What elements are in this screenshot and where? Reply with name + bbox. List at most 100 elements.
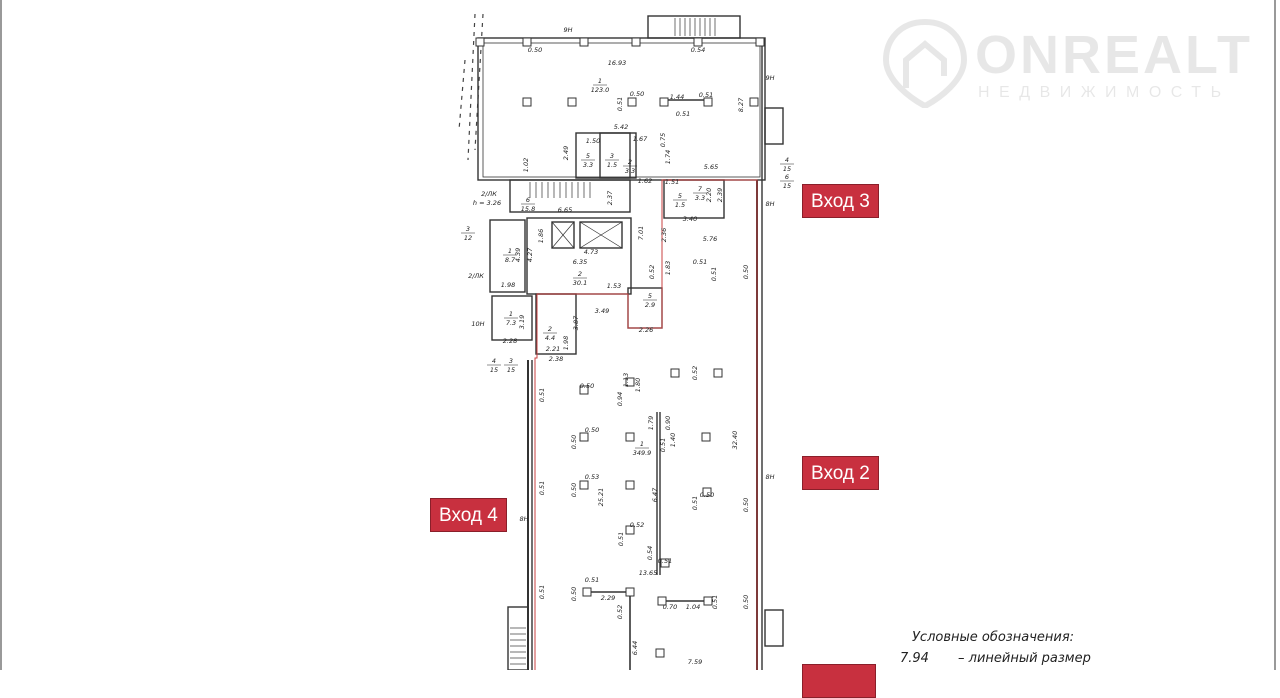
dimension-label: 2.20 [705, 188, 713, 202]
dimension-label: 1.67 [633, 135, 648, 143]
dimension-label: 0.50 [570, 483, 578, 497]
svg-text:2.9: 2.9 [645, 301, 655, 309]
dimension-label: 0.51 [676, 110, 690, 118]
dimension-label: 2.26 [639, 326, 653, 334]
columns [475, 37, 765, 658]
dimension-label: 1.53 [607, 282, 621, 290]
logo-brand: ONREALT [975, 25, 1253, 85]
svg-text:15: 15 [507, 366, 515, 374]
dimension-label: 0.54 [646, 546, 654, 560]
dimension-label: 2.28 [503, 337, 517, 345]
column [579, 480, 589, 490]
column [655, 648, 665, 658]
svg-text:4: 4 [492, 357, 496, 365]
dimension-label: 7.01 [637, 226, 645, 240]
drawing-frame [0, 0, 1276, 670]
svg-text:123.0: 123.0 [591, 86, 610, 94]
svg-text:2: 2 [578, 270, 582, 278]
entrance-1-label [802, 664, 876, 698]
dimension-label: 0.50 [630, 90, 644, 98]
room-label: 52.9 [643, 292, 657, 309]
dimension-label: 0.51 [617, 532, 625, 546]
svg-text:6: 6 [526, 196, 530, 204]
svg-text:3: 3 [466, 225, 470, 233]
svg-text:5: 5 [586, 152, 590, 160]
svg-text:3: 3 [509, 357, 513, 365]
dimension-label: 0.51 [659, 438, 667, 452]
room-label: 51.5 [673, 192, 687, 209]
dimension-label: 8.27 [737, 97, 745, 112]
dimension-label: 1.50 [586, 137, 600, 145]
dimension-label: 0.51 [585, 576, 599, 584]
room-label: 31.5 [605, 152, 619, 169]
dimension-label: 1.02 [522, 158, 530, 172]
dimension-label: 1.80 [634, 378, 642, 392]
dimension-label: 6.44 [631, 641, 639, 655]
dimension-label: 0.52 [630, 521, 644, 529]
dimension-label: 0.51 [538, 481, 546, 495]
column [660, 558, 670, 568]
svg-text:1: 1 [508, 247, 512, 255]
dimension-label: 0.50 [700, 491, 714, 499]
dimension-label: 2.29 [601, 594, 615, 602]
svg-text:4.4: 4.4 [545, 334, 555, 342]
svg-text:15: 15 [783, 182, 791, 190]
dimension-label: 1.62 [638, 177, 652, 185]
room-label: 312 [461, 225, 475, 242]
dimension-label: 4.27 [526, 247, 534, 262]
legend: Условные обозначения: 7.94– линейный раз… [900, 630, 1091, 666]
dimension-label: 0.51 [710, 267, 718, 281]
column [579, 385, 589, 395]
room-label: 615.8 [521, 196, 535, 213]
dimension-label: 10H [471, 320, 484, 328]
dimension-label: 1.98 [562, 336, 570, 350]
room-label: 415 [487, 357, 501, 374]
room-label: 415 [780, 156, 794, 173]
column [749, 97, 759, 107]
svg-text:1: 1 [598, 77, 602, 85]
dimension-label: 1.04 [686, 603, 700, 611]
dimension-label: 8H [765, 473, 774, 481]
dimension-label: 25.21 [597, 488, 605, 507]
dimension-label: 6.35 [573, 258, 587, 266]
dimension-label: 1.79 [647, 416, 655, 430]
svg-text:5: 5 [678, 192, 682, 200]
dimension-label: 0.94 [616, 392, 624, 406]
dimension-label: 5.42 [614, 123, 628, 131]
dimension-label: 32.40 [731, 431, 739, 450]
column [703, 596, 713, 606]
column [625, 377, 635, 387]
column [657, 596, 667, 606]
dimension-label: 3.49 [595, 307, 609, 315]
entrance-4-label: Вход 4 [430, 498, 507, 532]
column [625, 587, 635, 597]
logo-subtitle: НЕДВИЖИМОСТЬ [978, 84, 1231, 101]
dimension-label: 2.39 [716, 188, 724, 202]
room-label: 18.7 [503, 247, 517, 264]
svg-text:3: 3 [610, 152, 614, 160]
dimension-label: 1.74 [664, 150, 672, 164]
room-label: 230.1 [573, 270, 587, 287]
dimension-label: 0.50 [570, 587, 578, 601]
column [701, 432, 711, 442]
dimension-label: 0.51 [538, 388, 546, 402]
svg-text:7.3: 7.3 [506, 319, 516, 327]
premises-outline [534, 179, 758, 670]
dimension-label: 0.52 [648, 265, 656, 279]
dimension-label: 5.76 [703, 235, 717, 243]
dimension-label: 0.75 [659, 133, 667, 147]
dimension-label: 0.70 [663, 603, 677, 611]
svg-text:4: 4 [785, 156, 789, 164]
column [713, 368, 723, 378]
dimension-label: 0.51 [616, 97, 624, 111]
dimension-label: 0.52 [616, 605, 624, 619]
column [631, 37, 641, 47]
legend-sample-value: 7.94 [900, 651, 929, 666]
room-label: 315 [504, 357, 518, 374]
dimension-label: 0.51 [693, 258, 707, 266]
house-pin-icon [882, 18, 968, 110]
svg-text:6: 6 [785, 173, 789, 181]
room-labels: 1123.0615.831218.7230.117.34153154156151… [461, 77, 794, 457]
